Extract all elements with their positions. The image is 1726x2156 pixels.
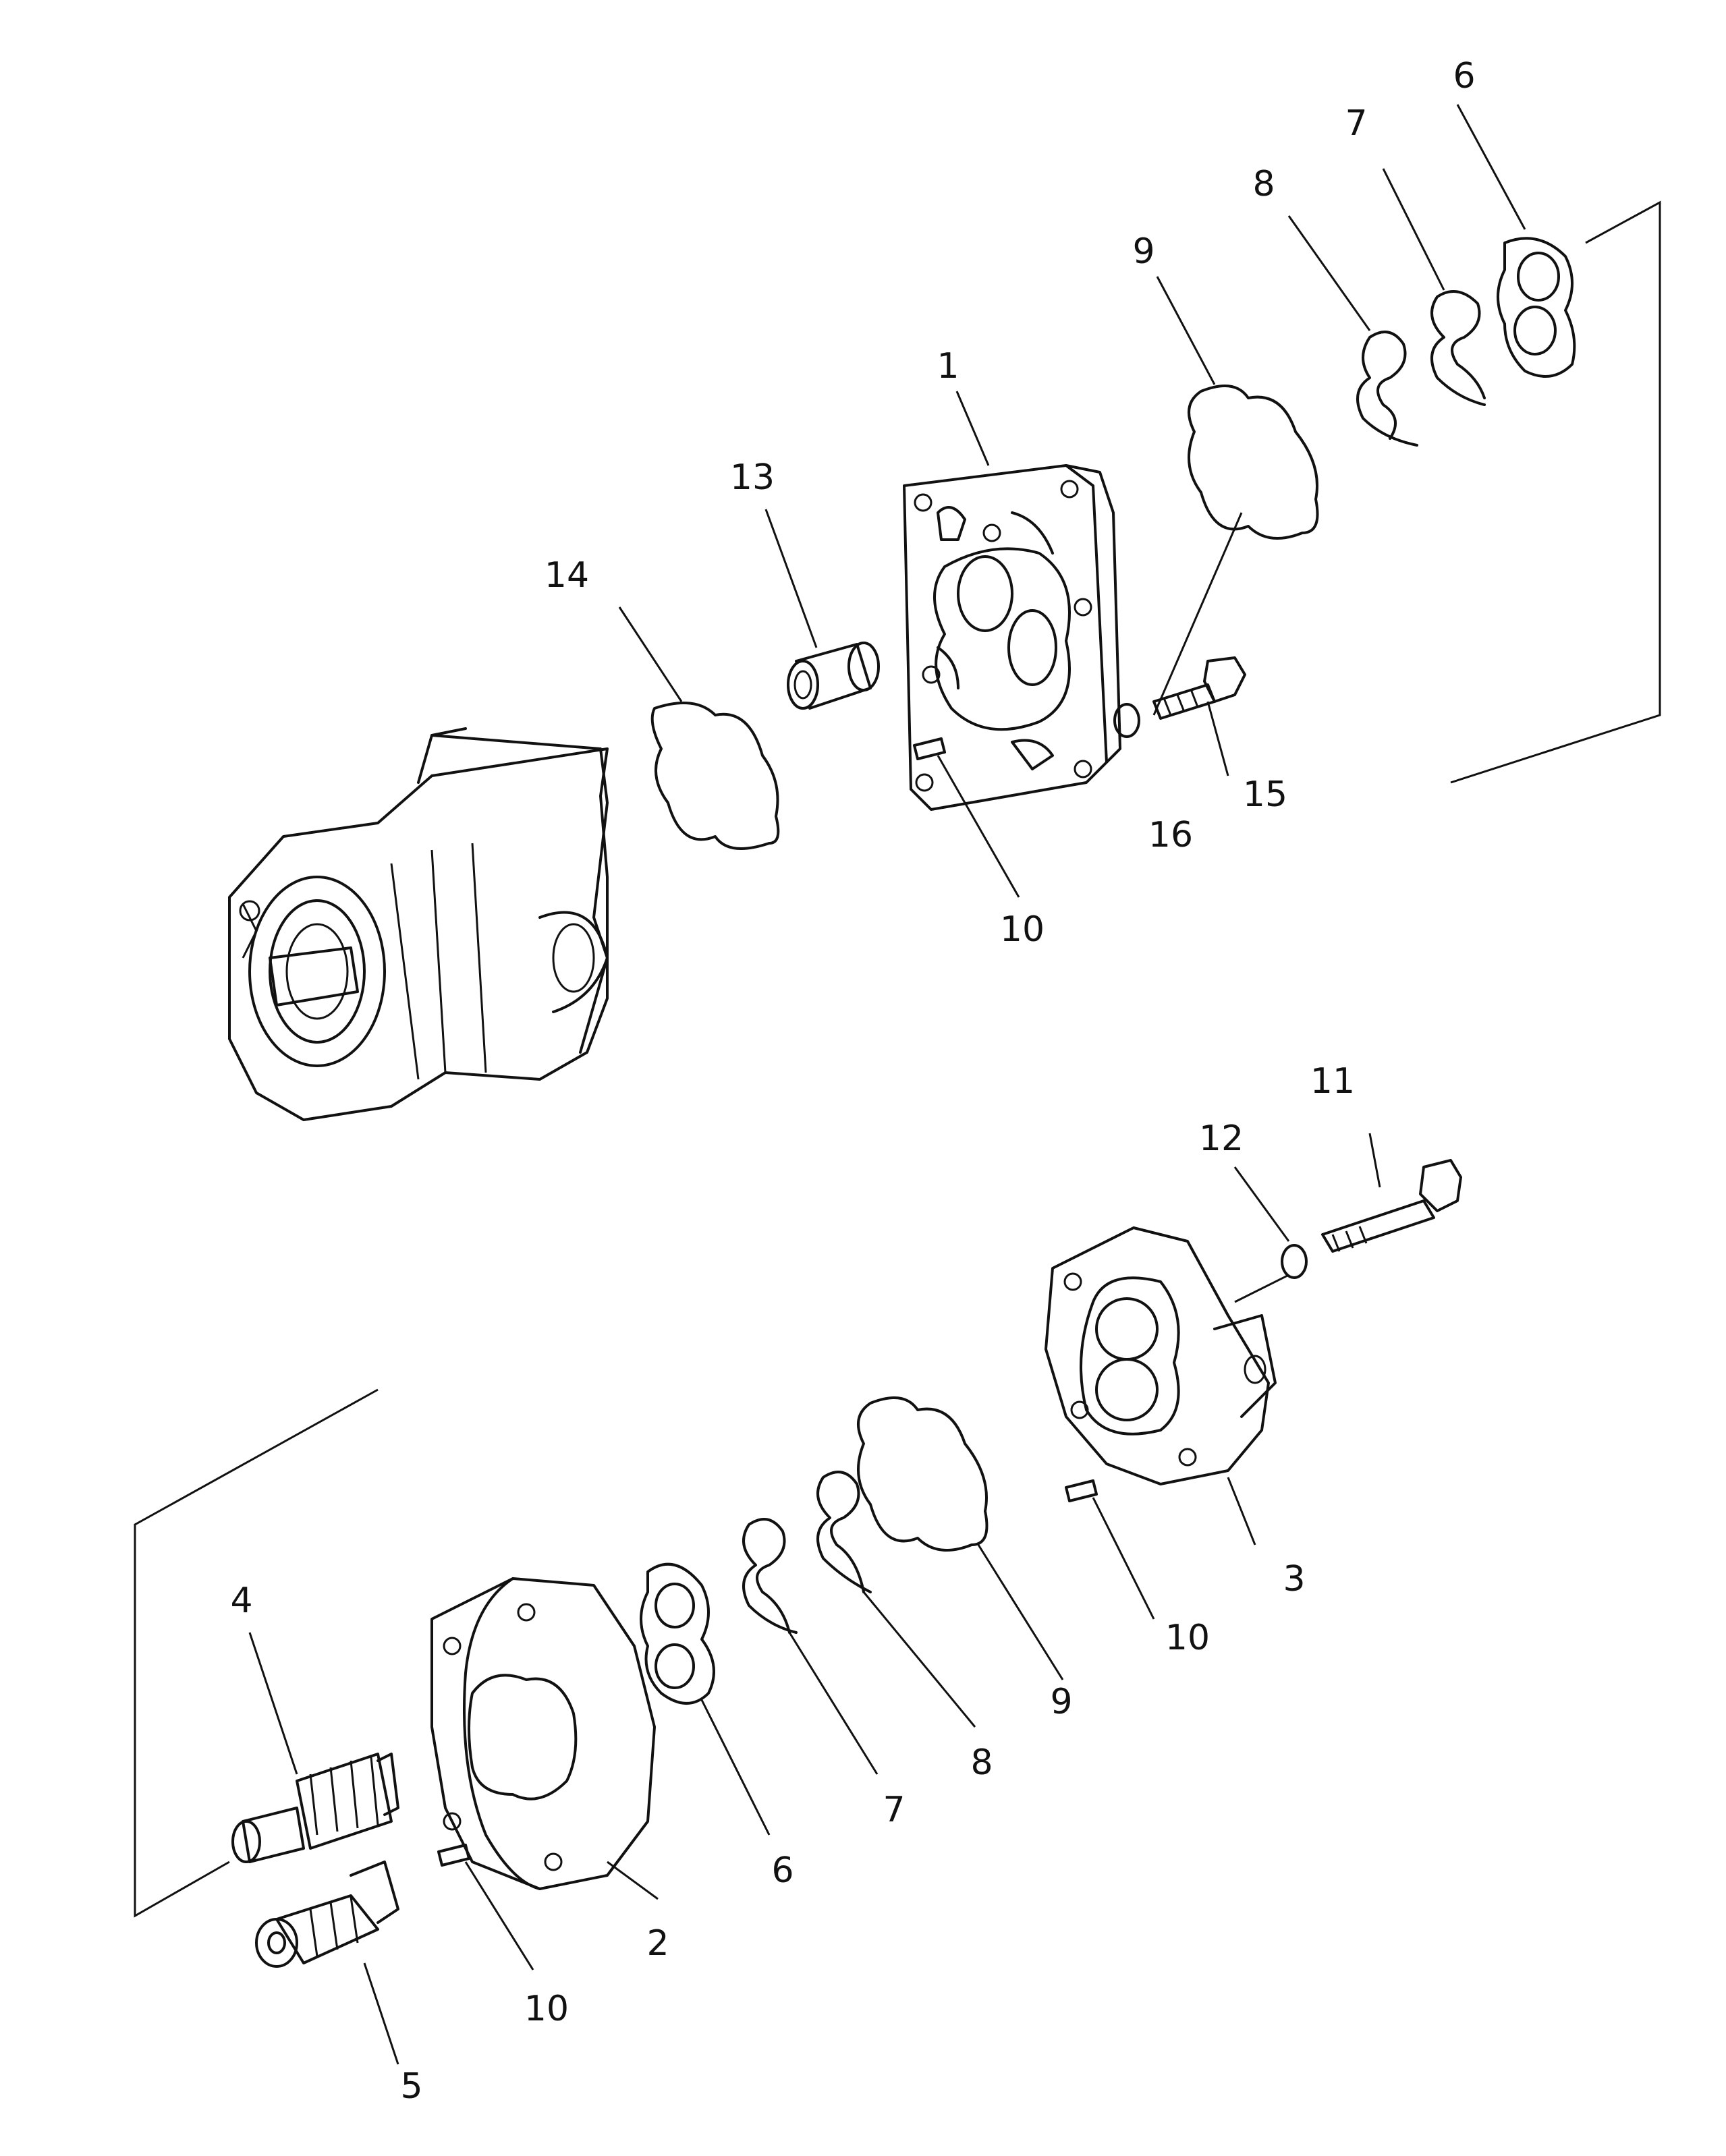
gasket-9-lower	[857, 1396, 989, 1552]
callout-15: 15	[1243, 774, 1287, 815]
callout-12: 12	[1199, 1118, 1244, 1159]
cover-plate-1	[903, 464, 1121, 811]
pump-housing	[228, 727, 609, 1121]
bolt-15	[1152, 656, 1246, 720]
callout-9-upper: 9	[1132, 231, 1154, 272]
gear-housing-2	[430, 1577, 656, 1890]
seal-8-lower	[816, 1471, 872, 1593]
callout-10-upper: 10	[1000, 909, 1045, 950]
callout-3: 3	[1283, 1559, 1305, 1599]
callout-5: 5	[400, 2066, 422, 2107]
bushing-13	[787, 642, 880, 710]
assembly-bracket-lower	[134, 1388, 379, 1918]
dowel-pin-10-upper	[913, 737, 946, 760]
washer-12	[1281, 1244, 1308, 1279]
callout-14: 14	[545, 555, 589, 596]
callout-16: 16	[1148, 815, 1193, 855]
callout-7-lower: 7	[883, 1790, 905, 1830]
seal-8-upper	[1356, 331, 1418, 447]
bolt-11	[1321, 1159, 1462, 1253]
seal-7-lower	[742, 1518, 798, 1634]
callout-10-right: 10	[1165, 1618, 1210, 1658]
washer-16	[1113, 703, 1140, 738]
assembly-bracket-upper	[1450, 200, 1661, 784]
callout-labels: 1 2 3 4 5 6 6 7 7 8 8 9 9 10 10 10 11 12…	[230, 56, 1475, 2107]
callout-7-upper: 7	[1345, 103, 1367, 144]
callout-8-upper: 8	[1252, 164, 1275, 204]
dowel-pin-10-lower	[437, 1844, 470, 1867]
seal-7-upper	[1430, 290, 1486, 406]
callout-6-upper: 6	[1453, 56, 1475, 96]
callout-4: 4	[230, 1581, 252, 1621]
drive-gear-4	[231, 1753, 399, 1863]
callout-10-lower: 10	[524, 1989, 569, 2029]
callout-8-lower: 8	[970, 1742, 993, 1783]
driven-gear-5	[255, 1861, 399, 1968]
gasket-9-upper	[1188, 385, 1319, 540]
bushing-plate-6-upper	[1497, 237, 1576, 378]
callout-13: 13	[730, 457, 775, 498]
callout-1: 1	[937, 346, 959, 387]
leader-lines	[248, 104, 1526, 2065]
bushing-plate-6-lower	[640, 1562, 715, 1705]
dowel-pin-10-right	[1065, 1479, 1098, 1502]
callout-2: 2	[646, 1923, 669, 1964]
callout-9-lower: 9	[1050, 1682, 1072, 1722]
end-cover-3	[1045, 1226, 1277, 1485]
callout-6-lower: 6	[771, 1850, 794, 1891]
callout-11: 11	[1310, 1061, 1355, 1102]
gasket-14	[650, 702, 780, 850]
